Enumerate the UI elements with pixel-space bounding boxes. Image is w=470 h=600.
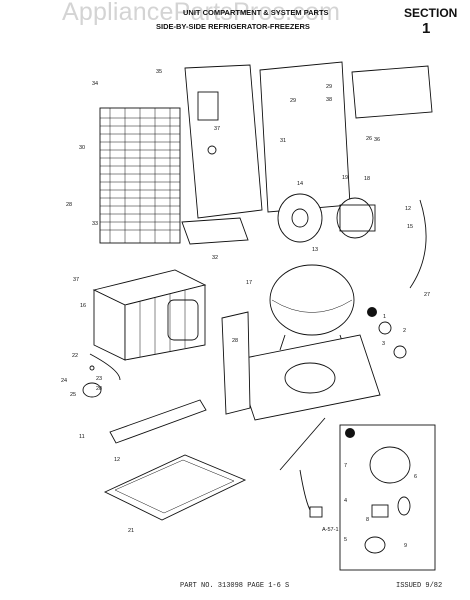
callout-35: 35 [156, 69, 162, 75]
callout-25: 25 [70, 392, 76, 398]
callout-37a: 37 [214, 126, 220, 132]
callout-32: 32 [212, 255, 218, 261]
tubing [409, 199, 427, 289]
callout-29b: 29 [326, 84, 332, 90]
callout-1: 1 [383, 314, 386, 320]
condenser-coil [99, 107, 181, 244]
fan-motor-small [82, 382, 102, 398]
callout-18: 18 [364, 176, 370, 182]
mounting-bracket [221, 311, 251, 415]
relay-detail-inset [339, 424, 436, 571]
callout-20: 20 [96, 386, 102, 392]
callout-28: 28 [66, 202, 72, 208]
watermark: AppliancePartsPros.com [62, 0, 341, 26]
callout-33: 33 [92, 221, 98, 227]
callout-38: 38 [326, 97, 332, 103]
callout-24: 24 [61, 378, 67, 384]
callout-30: 30 [79, 145, 85, 151]
fan-shroud-panel [184, 64, 263, 219]
relay-part [378, 321, 392, 335]
figure-code: A-57-1 [322, 527, 339, 533]
footer-part-number: PART NO. 313098 PAGE 1-6 S [180, 582, 290, 590]
compressor [269, 264, 355, 351]
support-rail [109, 399, 207, 444]
callout-37b: 37 [73, 277, 79, 283]
callout-4: 4 [344, 498, 347, 504]
callout-7: 7 [344, 463, 347, 469]
callout-5: 5 [344, 537, 347, 543]
section-label: SECTION [404, 6, 458, 20]
base-pan [234, 334, 381, 421]
callout-27: 27 [424, 292, 430, 298]
callout-23: 23 [96, 376, 102, 382]
callout-8: 8 [366, 517, 369, 523]
condenser-fan-assembly [277, 193, 376, 243]
callout-16: 16 [80, 303, 86, 309]
callout-34: 34 [92, 81, 98, 87]
callout-15: 15 [407, 224, 413, 230]
back-panel [259, 61, 351, 213]
callout-12b: 12 [114, 457, 120, 463]
callout-17: 17 [246, 280, 252, 286]
section-number: 1 [422, 20, 431, 37]
callout-26: 26 [366, 136, 372, 142]
callout-11: 11 [79, 434, 85, 440]
callout-36: 36 [374, 137, 380, 143]
callout-29a: 29 [290, 98, 296, 104]
callout-21: 21 [128, 528, 134, 534]
callout-31: 31 [280, 138, 286, 144]
callout-13: 13 [312, 247, 318, 253]
callout-12: 12 [405, 206, 411, 212]
relay-cap [393, 345, 407, 359]
callout-28b: 28 [232, 338, 238, 344]
evaporator-coil [92, 269, 207, 361]
callout-6: 6 [414, 474, 417, 480]
callout-9: 9 [404, 543, 407, 549]
header-title: UNIT COMPARTMENT & SYSTEM PARTS [183, 8, 329, 17]
callout-2: 2 [403, 328, 406, 334]
callout-22: 22 [72, 353, 78, 359]
footer-issued: ISSUED 9/82 [396, 582, 443, 590]
drip-tray-small [181, 217, 249, 245]
access-cover [351, 65, 433, 119]
callout-14: 14 [297, 181, 303, 187]
drain-pan [103, 454, 247, 521]
callout-19: 19 [342, 175, 348, 181]
callout-3: 3 [382, 341, 385, 347]
header-subtitle: SIDE-BY-SIDE REFRIGERATOR-FREEZERS [156, 22, 310, 31]
